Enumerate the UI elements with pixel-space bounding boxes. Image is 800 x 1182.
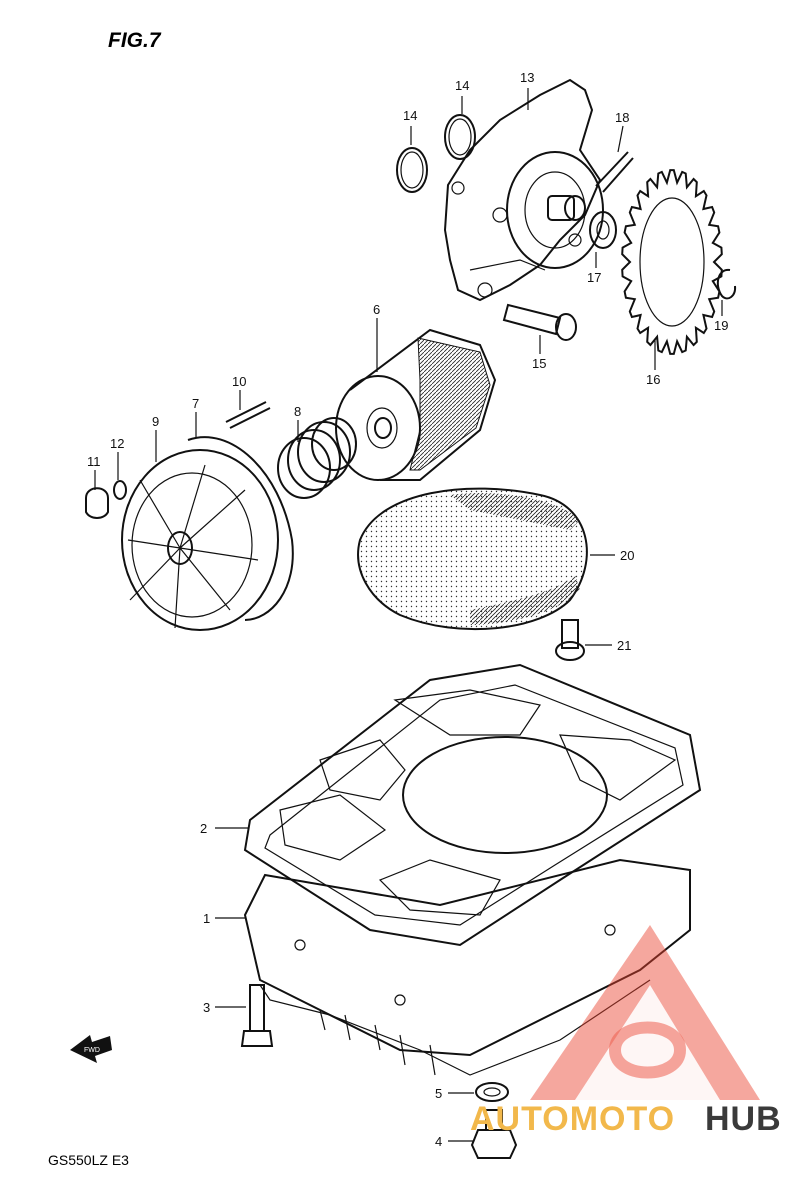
drain-plug-4 [470,1109,518,1159]
callout-4: 4 [435,1134,442,1149]
callout-6: 6 [373,302,380,317]
gasket-20 [357,487,588,631]
svg-text:FWD: FWD [84,1047,100,1054]
callout-13: 13 [520,70,534,85]
watermark-logo [530,925,760,1100]
callout-20: 20 [620,548,634,563]
bolt-3 [240,984,274,1047]
dowel-10 [225,401,271,429]
callout-3: 3 [203,1000,210,1015]
washer-5 [475,1082,509,1102]
callout-15: 15 [532,356,546,371]
callout-7: 7 [192,396,199,411]
svg-text:HUB: HUB [705,1100,782,1138]
filter-cover [121,449,279,631]
bolt-21 [555,619,585,661]
callout-5: 5 [435,1086,442,1101]
callout-10: 10 [232,374,246,389]
callout-19: 19 [714,318,728,333]
callout-16: 16 [646,372,660,387]
circlip-19 [716,268,737,300]
spring-8 [277,417,357,499]
oil-pump-body [443,78,604,302]
pump-gear [621,169,723,355]
watermark-text: AUTOMOTO HUB [470,1100,782,1138]
nut-11 [85,487,109,519]
o-ring-7 [187,436,294,621]
oil-filter-element [335,328,497,481]
o-ring-left [396,147,428,193]
callout-8: 8 [294,404,301,419]
leader-lines [94,88,723,1142]
washer-12 [113,480,127,500]
o-ring-right [444,114,476,160]
callout-17: 17 [587,270,601,285]
callout-12: 12 [110,436,124,451]
callout-18: 18 [615,110,629,125]
callout-2: 2 [200,821,207,836]
model-code: GS550LZ E3 [48,1152,129,1168]
callout-21: 21 [617,638,631,653]
callout-14a: 14 [403,108,417,123]
gasket-2 [243,663,702,947]
callout-11: 11 [87,454,101,469]
callout-9: 9 [152,414,159,429]
callout-14b: 14 [455,78,469,93]
callout-1: 1 [203,911,210,926]
svg-text:AUTOMOTO: AUTOMOTO [470,1100,675,1138]
bolt-15 [502,303,577,341]
front-arrow-icon: FWD [70,1035,112,1063]
washer-17 [589,211,617,249]
oil-pan [243,858,691,1076]
figure-title: FIG.7 [108,29,162,52]
pin-18 [595,151,634,193]
